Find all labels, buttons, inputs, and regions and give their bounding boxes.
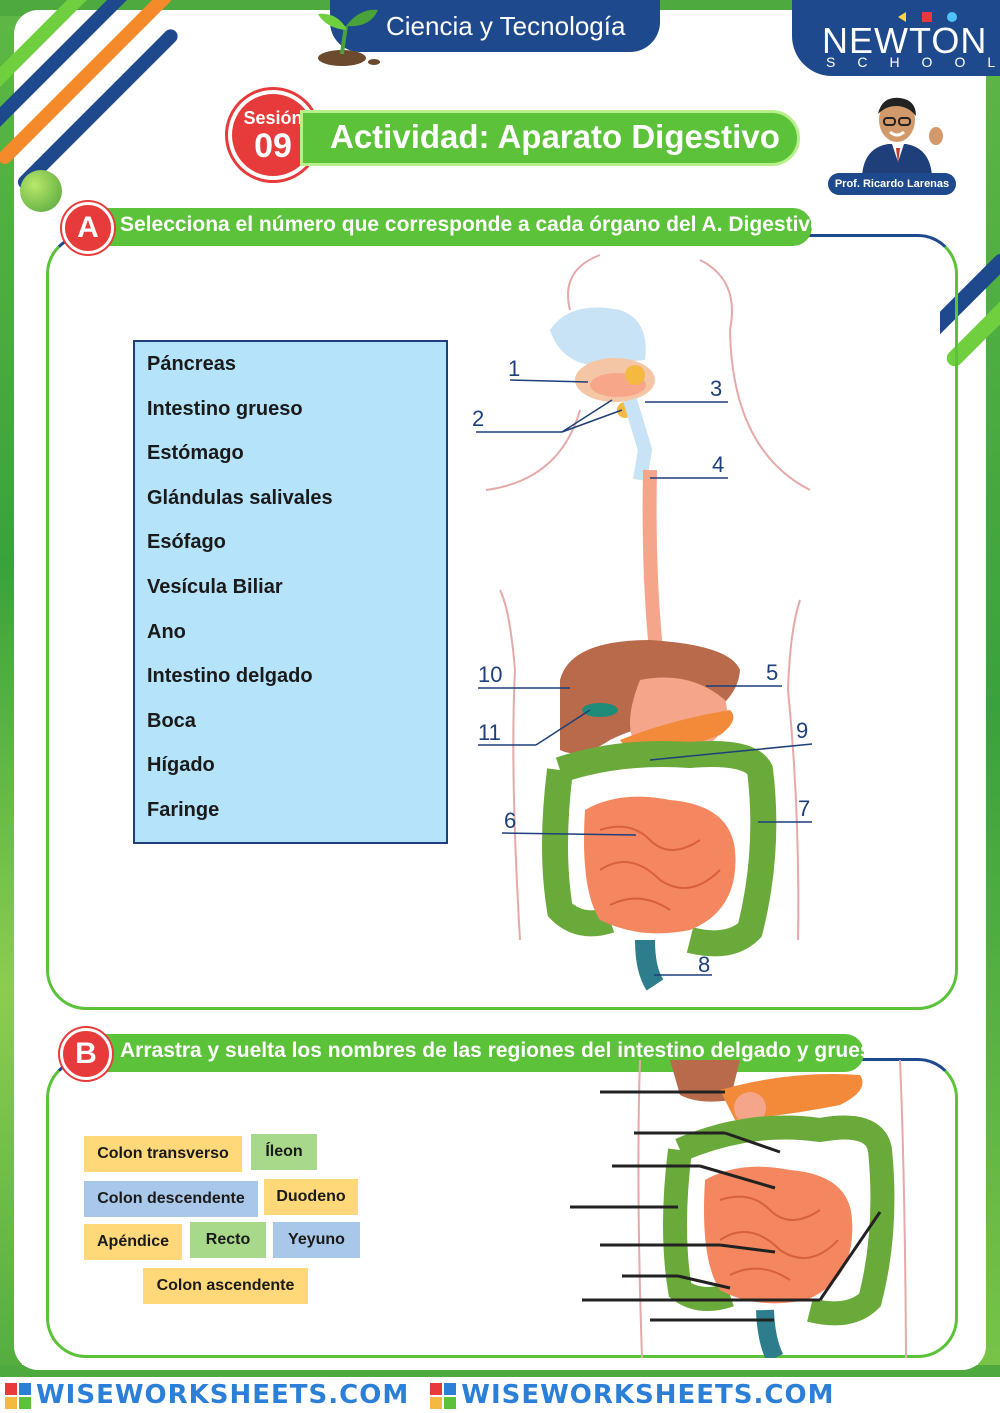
word-list-item[interactable]: Intestino delgado xyxy=(147,665,313,688)
wiseworksheets-logo-icon xyxy=(5,1382,31,1409)
teacher-avatar xyxy=(862,97,943,176)
decorative-stripes xyxy=(0,0,190,190)
section-a-badge: A xyxy=(62,202,114,254)
school-logo-box xyxy=(792,0,1000,76)
diagram-label: 5 xyxy=(766,660,779,685)
wiseworksheets-logo-icon xyxy=(430,1382,457,1409)
word-list-item[interactable]: Vesícula Biliar xyxy=(147,575,283,598)
drag-tile-colon-descendente[interactable]: Colon descendente xyxy=(84,1181,258,1217)
diagram-label: 4 xyxy=(712,452,725,477)
drag-tile-ileon[interactable]: Íleon xyxy=(251,1134,317,1170)
session-number: 09 xyxy=(254,127,292,165)
diagram-label: 8 xyxy=(698,952,711,977)
watermark-text: WISEWORKSHEETS.COM xyxy=(461,1380,835,1410)
session-label: Sesión xyxy=(243,108,303,128)
plant-icon xyxy=(318,9,380,66)
word-list-item[interactable]: Hígado xyxy=(147,754,215,777)
word-list-item[interactable]: Intestino grueso xyxy=(147,397,303,420)
diagram-label: 3 xyxy=(710,376,723,401)
drag-tile-recto[interactable]: Recto xyxy=(190,1222,266,1258)
subject-tab: Ciencia y Tecnología xyxy=(330,0,660,52)
drag-tile-yeyuno[interactable]: Yeyuno xyxy=(273,1222,360,1258)
organ-word-list: Páncreas Intestino grueso Estómago Glánd… xyxy=(133,340,448,844)
digestive-system-diagram xyxy=(476,254,813,991)
teacher-name-badge: Prof. Ricardo Larenas xyxy=(828,173,956,195)
diagram-label: 1 xyxy=(508,356,521,381)
word-list-item[interactable]: Estómago xyxy=(147,442,244,465)
section-b-instruction: Arrastra y suelta los nombres de las reg… xyxy=(120,1039,891,1062)
page-title: Actividad: Aparato Digestivo xyxy=(330,118,780,155)
watermark-bar: WISEWORKSHEETS.COM WISEWORKSHEETS.COM xyxy=(0,1377,1000,1413)
diagram-label: 2 xyxy=(472,406,485,431)
word-list-item[interactable]: Boca xyxy=(147,709,196,732)
school-logo-text: NEWTON xyxy=(822,20,988,61)
section-a-instruction: Selecciona el número que corresponde a c… xyxy=(120,213,829,236)
drag-tile-duodeno[interactable]: Duodeno xyxy=(264,1179,358,1215)
subject-title: Ciencia y Tecnología xyxy=(386,11,626,41)
logo-dots-icon xyxy=(898,12,957,22)
intestine-diagram xyxy=(570,1060,907,1358)
diagram-label: 6 xyxy=(504,808,517,833)
decorative-circle xyxy=(20,170,62,212)
word-list-item[interactable]: Ano xyxy=(147,620,186,643)
drag-tile-colon-ascendente[interactable]: Colon ascendente xyxy=(143,1268,308,1304)
section-a-instruction-bar xyxy=(90,208,812,246)
section-b-badge: B xyxy=(60,1028,112,1080)
word-list-item[interactable]: Esófago xyxy=(147,531,226,554)
diagram-label: 10 xyxy=(478,662,503,687)
word-list-item[interactable]: Glándulas salivales xyxy=(147,486,333,509)
drag-tile-apendice[interactable]: Apéndice xyxy=(84,1224,182,1260)
drag-tile-colon-transverso[interactable]: Colon transverso xyxy=(84,1136,242,1172)
title-bar xyxy=(300,110,800,166)
school-logo-subtitle: SCHOOL xyxy=(826,54,1000,70)
diagram-label: 9 xyxy=(796,718,809,743)
word-list-item[interactable]: Páncreas xyxy=(147,353,236,375)
diagram-label: 7 xyxy=(798,796,811,821)
watermark-text: WISEWORKSHEETS.COM xyxy=(36,1380,410,1410)
diagram-label: 11 xyxy=(478,720,501,745)
word-list-item[interactable]: Faringe xyxy=(147,798,220,821)
